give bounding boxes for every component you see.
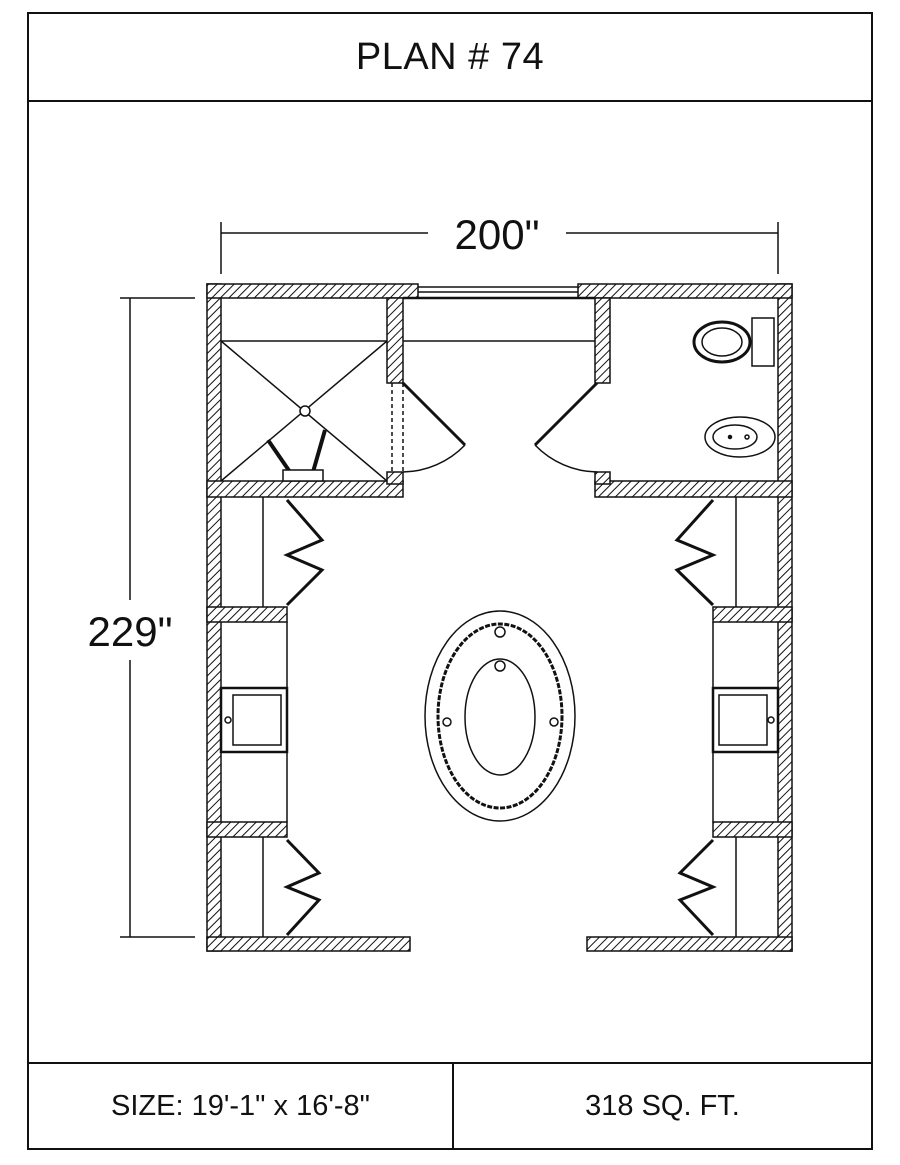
height-dimension-line	[120, 297, 195, 938]
wall-bottom-right	[586, 936, 793, 952]
shower	[220, 340, 388, 482]
toilet	[692, 317, 775, 367]
wall-toilet-left	[594, 297, 611, 384]
oval-bathtub	[424, 610, 576, 822]
shower-door	[391, 381, 467, 473]
left-closet-upper	[262, 497, 325, 607]
wall-toilet-bottom	[594, 480, 793, 498]
wall-top-right	[577, 283, 793, 299]
wall-shower-right	[386, 297, 404, 384]
right-closet-upper	[674, 497, 737, 607]
left-closet-lower	[262, 837, 322, 937]
height-dimension: 229"	[88, 608, 173, 655]
width-dimension-line	[220, 222, 779, 274]
left-vanity	[219, 622, 289, 822]
width-dimension: 200"	[455, 211, 540, 258]
wall-top-left	[206, 283, 419, 299]
size-label: SIZE: 19'-1" x 16'-8"	[29, 1064, 454, 1148]
wall-shower-bottom	[206, 480, 404, 498]
right-vanity	[711, 622, 780, 822]
plan-title: PLAN # 74	[29, 14, 871, 102]
area-label: 318 SQ. FT.	[585, 1089, 740, 1122]
wall-bottom-left	[206, 936, 411, 952]
plan-frame: PLAN # 74 SIZE: 19'-1" x 16'-8" 318 SQ. …	[27, 12, 873, 1150]
right-closet-lower	[677, 837, 737, 937]
toilet-room-door	[533, 381, 599, 473]
bidet	[704, 416, 776, 458]
footer-row: SIZE: 19'-1" x 16'-8" 318 SQ. FT.	[29, 1062, 871, 1148]
